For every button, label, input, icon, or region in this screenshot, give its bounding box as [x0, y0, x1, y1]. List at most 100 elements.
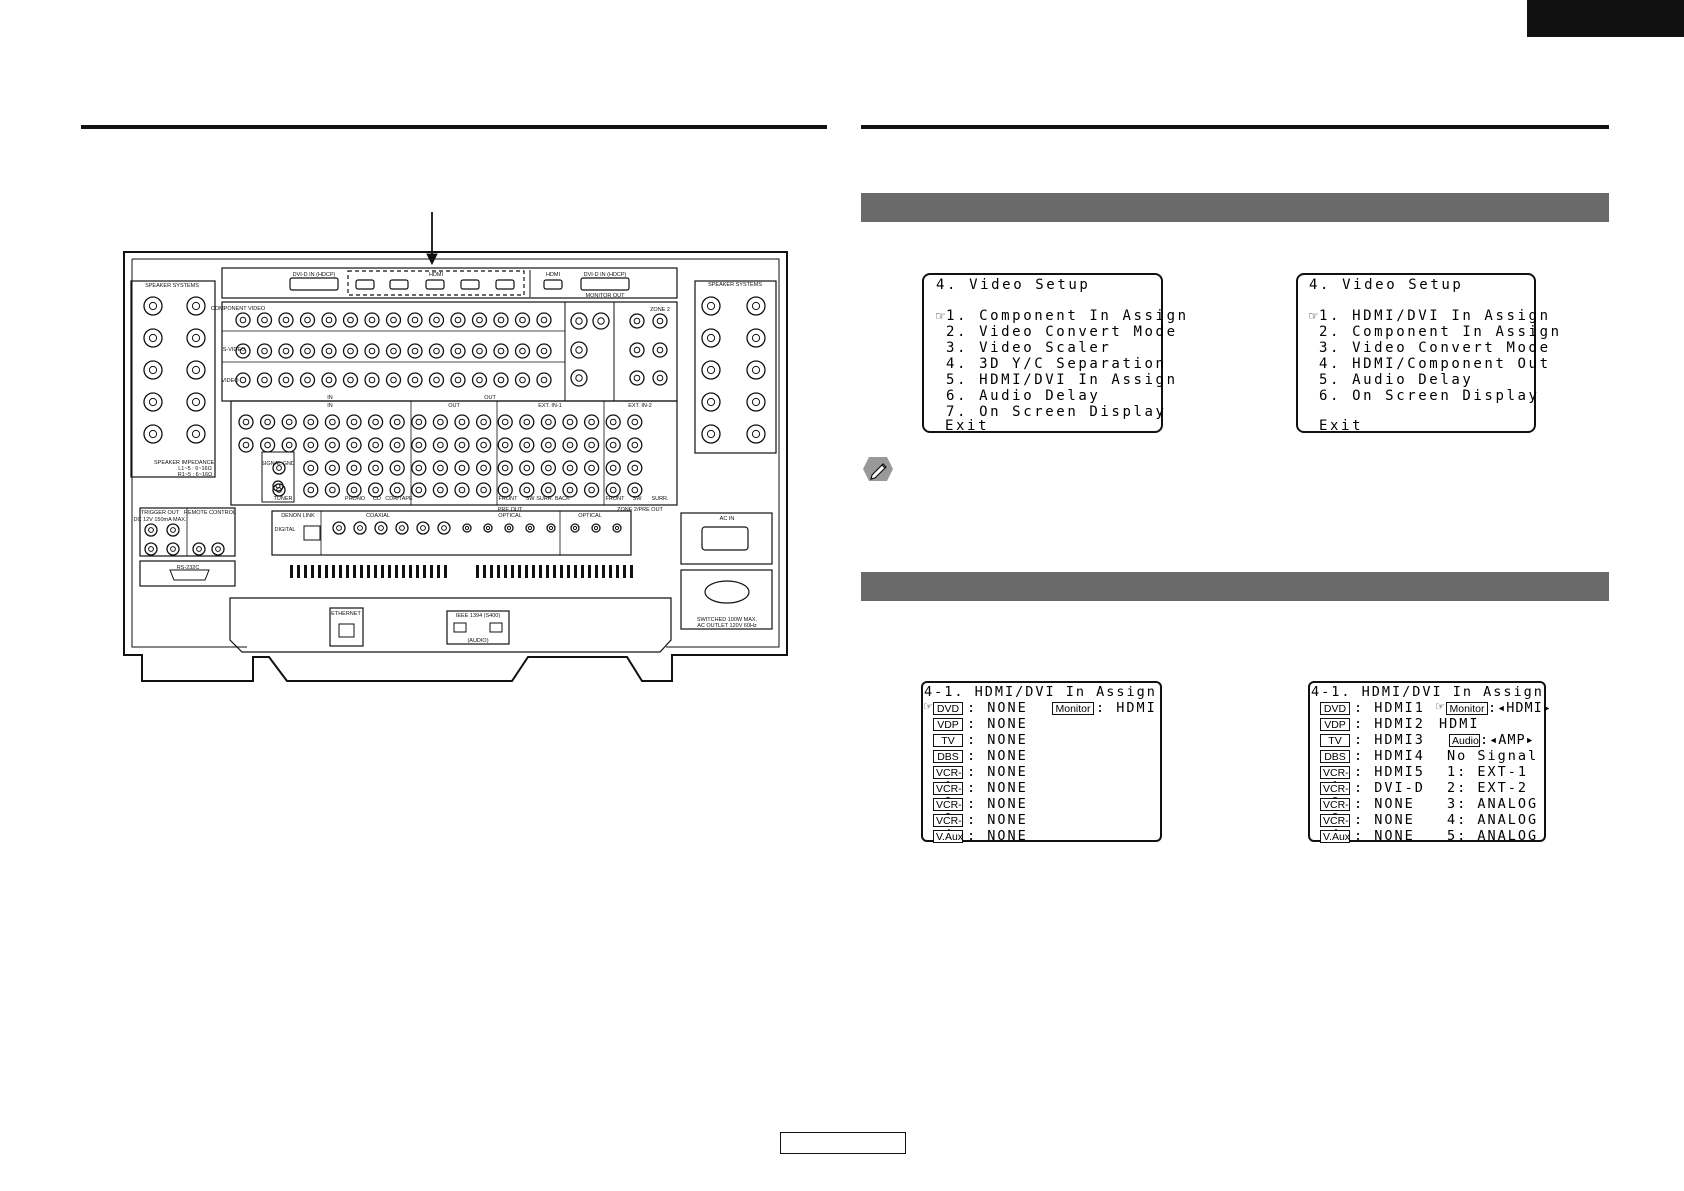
source-value-dvd[interactable]: : HDMI1 — [1354, 700, 1425, 716]
rca-jack — [583, 482, 600, 498]
monitor-value[interactable]: :◂HDMI▸ — [1488, 700, 1552, 716]
source-value-dbs[interactable]: : NONE — [967, 748, 1028, 764]
menu-exit[interactable]: Exit — [945, 418, 990, 434]
rca-jack — [454, 414, 470, 430]
source-tag-vcr4[interactable]: VCR-4 — [933, 814, 963, 839]
source-tag-dbs[interactable]: DBS — [933, 750, 963, 763]
rca-jack — [514, 372, 531, 388]
monitor-tag[interactable]: Monitor — [1052, 702, 1094, 715]
rca-jack — [519, 414, 535, 430]
rca-jack-core — [437, 441, 444, 449]
rca-jack — [364, 372, 380, 388]
rca-jack-core — [390, 376, 397, 384]
menu-item-1[interactable]: 1. Component In Assign — [946, 308, 1189, 324]
audio-list-5: 5: ANALOG — [1447, 828, 1539, 844]
source-value-vcr2[interactable]: : NONE — [967, 780, 1028, 796]
source-value-vdp[interactable]: : NONE — [967, 716, 1028, 732]
source-tag-vcr2[interactable]: VCR-2 — [933, 782, 963, 807]
rca-jack — [259, 414, 276, 430]
source-tag-vcr4[interactable]: VCR-4 — [1320, 814, 1350, 839]
source-value-dvd[interactable]: : NONE — [967, 700, 1028, 716]
rca-jack — [432, 437, 449, 453]
rca-jack-core — [575, 374, 583, 382]
monitor-tag[interactable]: Monitor — [1446, 702, 1488, 715]
rca-jack — [546, 523, 556, 533]
rca-jack-core — [390, 347, 397, 355]
source-value-vcr1[interactable]: : NONE — [967, 764, 1028, 780]
rca-jack — [428, 312, 445, 328]
menu-item-2[interactable]: 2. Video Convert Mode — [946, 324, 1178, 340]
menu-title: 4. Video Setup — [1309, 277, 1464, 293]
tuner-label: TUNER — [274, 496, 293, 502]
source-value-vcr4[interactable]: : NONE — [1354, 812, 1415, 828]
source-value-dbs[interactable]: : HDMI4 — [1354, 748, 1425, 764]
rca-jack — [278, 372, 294, 388]
source-value-vcr3[interactable]: : NONE — [1354, 796, 1415, 812]
rca-jack — [652, 370, 668, 386]
source-tag-vcr3[interactable]: VCR-3 — [1320, 798, 1350, 823]
menu-item-3[interactable]: 3. Video Scaler — [946, 340, 1112, 356]
rca-jack-core — [282, 376, 290, 384]
optical-label: OPTICAL — [498, 513, 522, 519]
rca-jack-core — [480, 441, 487, 449]
source-tag-vaux[interactable]: V.Aux — [933, 830, 963, 843]
speaker-left-label: SPEAKER SYSTEMS — [145, 283, 199, 289]
rca-jack — [364, 343, 380, 359]
source-tag-dbs[interactable]: DBS — [1320, 750, 1350, 763]
rca-jack-core — [347, 316, 354, 324]
rca-jack-core — [631, 486, 639, 494]
source-value-vcr3[interactable]: : NONE — [967, 796, 1028, 812]
rca-jack-core — [609, 464, 617, 472]
rca-jack — [367, 460, 384, 476]
source-value-vaux[interactable]: : NONE — [1354, 828, 1415, 844]
monitor-value[interactable]: : HDMI — [1096, 700, 1157, 716]
source-value-vcr1[interactable]: : HDMI5 — [1354, 764, 1425, 780]
source-value-vcr2[interactable]: : DVI-D — [1354, 780, 1425, 796]
rca-jack — [540, 460, 557, 476]
section-band-2 — [861, 572, 1609, 601]
menu-item-7[interactable]: 7. On Screen Display — [946, 404, 1167, 420]
menu-item-1[interactable]: 1. HDMI/DVI In Assign — [1319, 308, 1551, 324]
rca-jack-core — [215, 546, 221, 552]
menu-item-2[interactable]: 2. Component In Assign — [1319, 324, 1562, 340]
source-value-tv[interactable]: : HDMI3 — [1354, 732, 1425, 748]
rca-jack — [627, 414, 643, 430]
source-tag-tv[interactable]: TV — [933, 734, 963, 747]
menu-item-6[interactable]: 6. On Screen Display — [1319, 388, 1540, 404]
rca-jack — [324, 437, 341, 453]
rca-jack — [493, 372, 509, 388]
rca-jack-core — [656, 374, 664, 382]
audio-value[interactable]: :◂AMP▸ — [1480, 732, 1535, 748]
audio-list-0: No Signal — [1447, 748, 1539, 764]
sw2-label: SW — [633, 496, 643, 502]
source-value-vcr4[interactable]: : NONE — [967, 812, 1028, 828]
rca-jack-core — [506, 525, 512, 531]
source-tag-vaux[interactable]: V.Aux — [1320, 830, 1350, 843]
menu-item-3[interactable]: 3. Video Convert Mode — [1319, 340, 1551, 356]
source-tag-dvd[interactable]: DVD — [933, 702, 963, 715]
source-tag-vdp[interactable]: VDP — [1320, 718, 1350, 731]
source-value-vaux[interactable]: : NONE — [967, 828, 1028, 844]
menu-item-5[interactable]: 5. Audio Delay — [1319, 372, 1474, 388]
rca-jack — [346, 482, 362, 498]
source-value-vdp[interactable]: : HDMI2 — [1354, 716, 1425, 732]
rca-jack — [256, 372, 273, 388]
source-tag-vcr2[interactable]: VCR-2 — [1320, 782, 1350, 807]
menu-item-6[interactable]: 6. Audio Delay — [946, 388, 1101, 404]
rca-jack-core — [372, 464, 379, 472]
right-section-rule — [861, 125, 1609, 129]
source-tag-vcr3[interactable]: VCR-3 — [933, 798, 963, 823]
menu-item-4[interactable]: 4. 3D Y/C Separation — [946, 356, 1167, 372]
source-tag-vcr1[interactable]: VCR-1 — [1320, 766, 1350, 791]
rca-jack-core — [575, 346, 583, 354]
source-tag-tv[interactable]: TV — [1320, 734, 1350, 747]
menu-item-5[interactable]: 5. HDMI/DVI In Assign — [946, 372, 1178, 388]
source-value-tv[interactable]: : NONE — [967, 732, 1028, 748]
menu-item-4[interactable]: 4. HDMI/Component Out — [1319, 356, 1551, 372]
audio-tag[interactable]: Audio — [1449, 734, 1480, 747]
rca-jack-core — [609, 418, 617, 426]
menu-exit[interactable]: Exit — [1319, 418, 1364, 434]
source-tag-dvd[interactable]: DVD — [1320, 702, 1350, 715]
source-tag-vdp[interactable]: VDP — [933, 718, 963, 731]
source-tag-vcr1[interactable]: VCR-1 — [933, 766, 963, 791]
